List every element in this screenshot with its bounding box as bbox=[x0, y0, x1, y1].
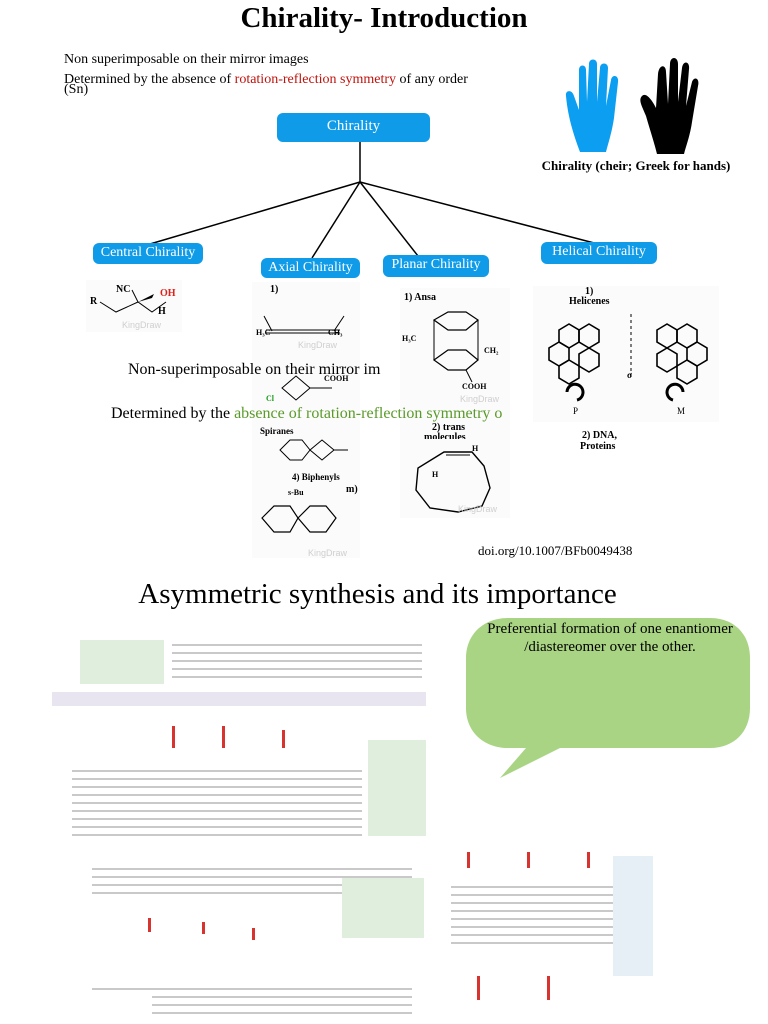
planar-label-h3c: H₃C bbox=[402, 334, 417, 343]
planar-label-cooh: COOH bbox=[462, 382, 487, 391]
axial-label-ch3: CH₃ bbox=[328, 328, 343, 337]
intro-line-3: (Sn) bbox=[64, 82, 89, 97]
helical-label-helicenes: Helicenes bbox=[569, 296, 610, 307]
chirality-tree-lines bbox=[149, 142, 599, 259]
axial-label-1: 1) bbox=[270, 284, 279, 295]
doi-reference: doi.org/10.1007/BFb0049438 bbox=[478, 543, 633, 558]
label-r: R bbox=[90, 296, 98, 307]
intro-line-2-prefix: Determined by the absence of bbox=[64, 72, 235, 87]
helical-label-proteins: Proteins bbox=[580, 441, 616, 452]
axial-label-h3c: H₃C bbox=[256, 328, 271, 337]
axial-label-biphenyls: 4) Biphenyls bbox=[292, 472, 340, 482]
intro-line-2: Determined by the absence of rotation-re… bbox=[64, 72, 468, 88]
helical-label-p: P bbox=[573, 406, 579, 416]
planar-label-trans: 2) trans bbox=[432, 422, 466, 433]
helical-chirality-structures: 1) Helicenes σ P M bbox=[533, 286, 719, 422]
planar-label-ansa: 1) Ansa bbox=[404, 292, 436, 303]
axial-label-cooh: COOH bbox=[324, 374, 349, 383]
axial-label-cl: Cl bbox=[266, 394, 274, 403]
axial-chirality-structures: 1) H₃C CH₃ KingDraw COOH Cl Spiranes 4) … bbox=[252, 282, 360, 558]
helical-label-1: 1) bbox=[585, 286, 594, 297]
tree-branch-central: Central Chirality bbox=[93, 243, 203, 264]
tree-branch-helical: Helical Chirality bbox=[541, 242, 657, 264]
tree-branch-planar: Planar Chirality bbox=[383, 255, 489, 277]
label-nc: NC bbox=[116, 284, 131, 295]
intro-line-2-suffix: of any order bbox=[396, 72, 468, 87]
label-h: H bbox=[158, 306, 166, 317]
planar-label-h-1: H bbox=[472, 444, 479, 453]
overlay-line-2-highlight: absence of rotation-reflection symmetry … bbox=[234, 405, 503, 422]
hands-illustration bbox=[565, 58, 699, 154]
axial-label-spiranes: Spiranes bbox=[260, 426, 294, 436]
speech-bubble-text: Preferential formation of one enantiomer… bbox=[487, 621, 733, 655]
watermark: KingDraw bbox=[122, 320, 162, 330]
blue-hand-icon bbox=[565, 59, 619, 152]
watermark: KingDraw bbox=[308, 548, 348, 558]
planar-label-h-2: H bbox=[432, 470, 439, 479]
intro-line-1: Non superimposable on their mirror image… bbox=[64, 52, 309, 67]
tree-branch-axial: Axial Chirality bbox=[261, 258, 360, 278]
planar-label-molecules: molecules bbox=[424, 432, 466, 439]
axial-label-sbu: s-Bu bbox=[288, 488, 304, 497]
overlay-line-2-prefix: Determined by the bbox=[111, 405, 235, 422]
hands-caption: Chirality (cheir; Greek for hands) bbox=[541, 158, 731, 173]
planar-chirality-structures: 1) Ansa H₃C CH₂ COOH KingDraw 2) trans m… bbox=[400, 288, 510, 518]
overlay-line-2: Determined by the absence of rotation-re… bbox=[111, 405, 502, 423]
central-chirality-structure: NC OH R H KingDraw bbox=[86, 280, 182, 332]
overlay-line-1: Non-superimposable on their mirror im bbox=[128, 361, 381, 378]
helical-label-dna: 2) DNA, bbox=[582, 430, 617, 441]
watermark: KingDraw bbox=[458, 504, 498, 514]
document-page-thumbnail bbox=[52, 640, 426, 850]
planar-label-ch2: CH₂ bbox=[484, 346, 499, 355]
tree-root-chirality: Chirality bbox=[277, 113, 430, 142]
watermark: KingDraw bbox=[298, 340, 338, 350]
axial-label-m: m) bbox=[346, 484, 358, 495]
watermark: KingDraw bbox=[460, 394, 500, 404]
label-oh: OH bbox=[160, 288, 176, 299]
document-page-thumbnail bbox=[52, 858, 424, 1024]
page-title: Chirality- Introduction bbox=[240, 2, 528, 34]
speech-bubble bbox=[466, 618, 750, 778]
helical-label-m: M bbox=[677, 406, 686, 416]
intro-line-2-highlight: rotation-reflection symmetry bbox=[234, 72, 396, 87]
document-page-thumbnail bbox=[437, 846, 653, 1018]
helical-label-sigma: σ bbox=[627, 370, 632, 380]
section-2-title: Asymmetric synthesis and its importance bbox=[138, 578, 617, 610]
black-hand-icon bbox=[640, 58, 699, 154]
